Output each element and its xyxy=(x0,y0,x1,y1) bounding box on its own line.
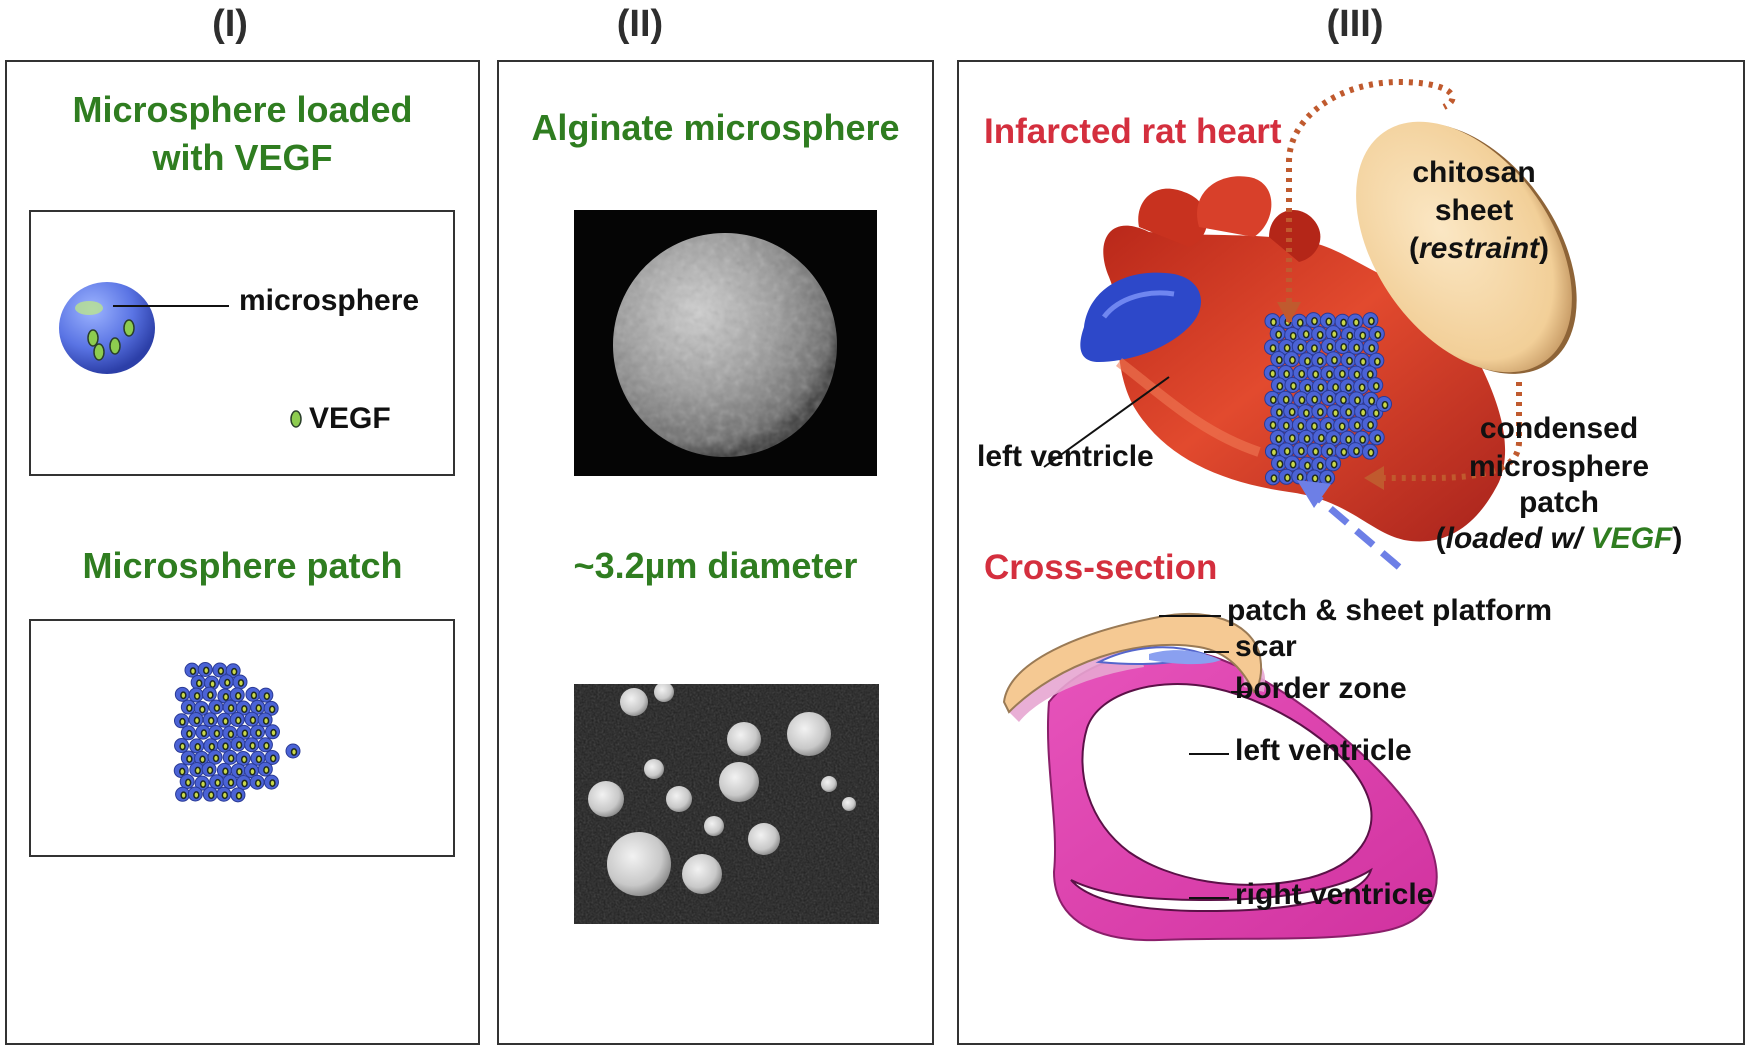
left-ventricle-lumen xyxy=(1081,683,1373,886)
sem-multiple-microspheres-image xyxy=(574,684,879,924)
microsphere-icon xyxy=(59,282,302,428)
panel-1: Microsphere loaded with VEGF microsphere… xyxy=(5,60,480,1045)
panel-3: Infarcted rat heart xyxy=(957,60,1745,1045)
cs-left-ventricle-label: left ventricle xyxy=(1235,734,1412,767)
sheet-label-line3: (restraint) xyxy=(1408,232,1550,265)
microsphere-inset: microsphere VEGF xyxy=(29,210,455,476)
diameter-title: ~3.2µm diameter xyxy=(573,545,858,586)
panel-2-title: Alginate microsphere xyxy=(531,107,900,148)
panel-1-title-line1: Microsphere loaded xyxy=(72,89,413,130)
patch-title: Microsphere patch xyxy=(82,545,403,586)
vegf-label: VEGF xyxy=(309,402,391,435)
heart-illustration xyxy=(1002,78,1577,942)
sheet-label-line2: sheet xyxy=(1434,194,1514,227)
patch-label-line1: condensed xyxy=(1479,412,1639,445)
panel-1-header: (I) xyxy=(212,3,248,45)
patch-label-line2: microsphere xyxy=(1468,450,1650,483)
microsphere-cluster-icon xyxy=(173,661,301,803)
panel-2: Alginate microsphere ~3.2µm di xyxy=(497,60,934,1045)
right-ventricle-lumen xyxy=(1070,867,1373,913)
patch-label-line3: patch xyxy=(1518,486,1599,519)
cs-scar-label: scar xyxy=(1235,630,1297,663)
heart-title: Infarcted rat heart xyxy=(984,112,1282,151)
cs-right-ventricle-label: right ventricle xyxy=(1235,878,1434,911)
panel-1-title-line2: with VEGF xyxy=(152,137,333,178)
cross-section-title: Cross-section xyxy=(984,548,1218,587)
chitosan-sheet-icon xyxy=(1356,121,1572,373)
patch-sheet-platform xyxy=(1002,613,1263,714)
patch-inset xyxy=(29,619,455,857)
microsphere-label: microsphere xyxy=(239,284,420,317)
panel-2-header: (II) xyxy=(616,3,664,45)
sem-single-microsphere-image xyxy=(574,210,877,476)
panel-3-header: (III) xyxy=(1326,3,1384,45)
sheet-label-line1: chitosan xyxy=(1412,156,1536,189)
cs-platform-label: patch & sheet platform xyxy=(1227,594,1553,627)
patch-label-line4: (loaded w/ VEGF) xyxy=(1435,522,1683,555)
cs-border-zone-label: border zone xyxy=(1235,672,1407,705)
vegf-icon xyxy=(290,410,302,428)
heart-left-ventricle-label: left ventricle xyxy=(977,440,1154,473)
